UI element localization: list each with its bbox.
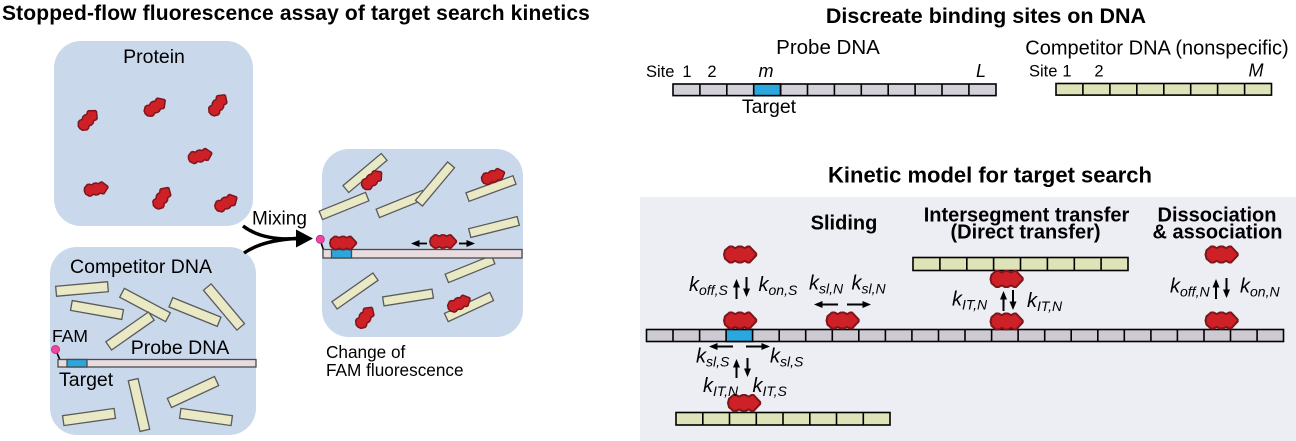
svg-text:Mixing: Mixing: [252, 209, 307, 230]
svg-text:Dissociation: Dissociation: [1158, 205, 1277, 227]
svg-text:Sliding: Sliding: [811, 213, 878, 235]
svg-text:Target: Target: [59, 369, 114, 391]
svg-text:M: M: [1249, 61, 1264, 81]
svg-text:Stopped-flow fluorescence assa: Stopped-flow fluorescence assay of targe…: [2, 2, 590, 25]
svg-text:Target: Target: [742, 96, 797, 118]
svg-text:kIT,N: kIT,N: [703, 375, 739, 399]
svg-text:FAM: FAM: [52, 326, 88, 346]
svg-text:2: 2: [1094, 63, 1103, 81]
svg-text:Competitor DNA (nonspecific): Competitor DNA (nonspecific): [1025, 38, 1288, 60]
svg-text:Protein: Protein: [123, 46, 185, 68]
svg-text:FAM fluorescence: FAM fluorescence: [326, 360, 464, 380]
svg-text:m: m: [759, 61, 774, 81]
svg-text:Site: Site: [1029, 63, 1057, 81]
svg-text:Discreate binding sites on DNA: Discreate binding sites on DNA: [826, 4, 1146, 28]
svg-text:Kinetic model for target searc: Kinetic model for target search: [828, 163, 1152, 188]
svg-text:2: 2: [707, 63, 716, 81]
svg-text:Intersegment transfer: Intersegment transfer: [924, 205, 1130, 227]
svg-text:1: 1: [682, 63, 691, 81]
svg-text:Competitor DNA: Competitor DNA: [70, 256, 212, 278]
svg-text:1: 1: [1062, 63, 1071, 81]
svg-text:Change of: Change of: [326, 342, 406, 362]
svg-text:Site: Site: [646, 63, 674, 81]
svg-text:Probe DNA: Probe DNA: [131, 337, 230, 359]
svg-text:L: L: [976, 61, 986, 81]
svg-text:Probe DNA: Probe DNA: [776, 36, 880, 59]
svg-text:& association: & association: [1152, 222, 1282, 244]
svg-text:(Direct transfer): (Direct transfer): [950, 222, 1100, 244]
